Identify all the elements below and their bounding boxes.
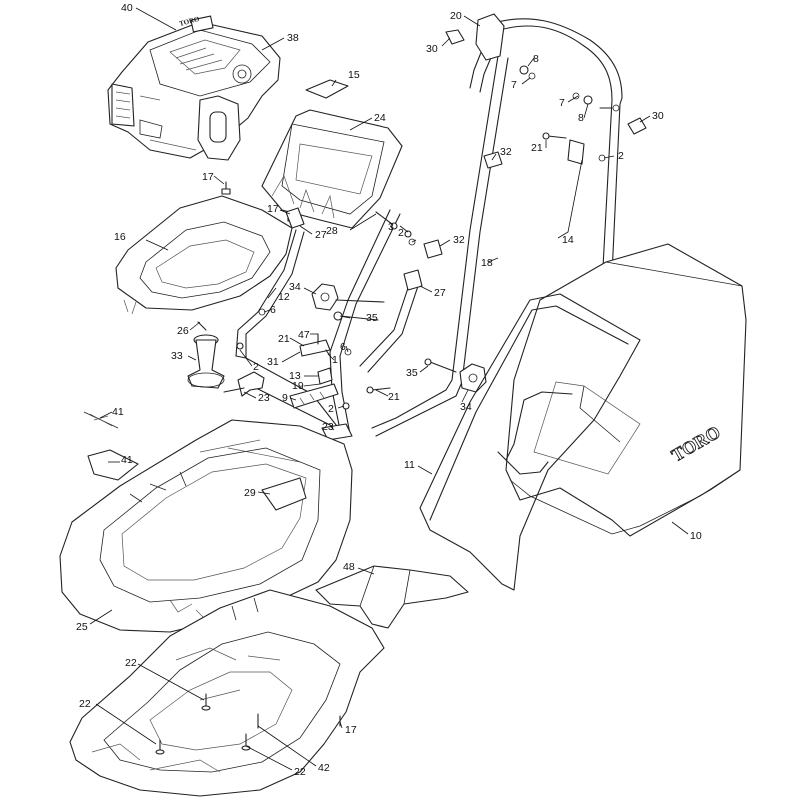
part-11-bag-frame	[419, 293, 641, 591]
callout-32b: 32	[453, 234, 465, 246]
callout-22b: 22	[79, 698, 91, 710]
engine-assembly: TORO	[107, 15, 281, 161]
callout-10: 10	[690, 530, 702, 542]
callout-labels: 40 38 20 30 8 7 15 24 7 8 30 21 32 2 17 …	[76, 2, 702, 778]
callout-17: 17	[202, 171, 214, 183]
callout-17b: 17	[267, 203, 279, 215]
callout-40: 40	[121, 2, 133, 14]
decal-41	[83, 411, 139, 481]
part-15-plate	[305, 79, 349, 99]
callout-22: 22	[125, 657, 137, 669]
callout-18: 18	[481, 257, 493, 269]
part-10-grass-bag: TORO	[505, 243, 747, 537]
callout-21: 21	[531, 142, 543, 154]
callout-12: 12	[278, 291, 290, 303]
fasteners-mid	[285, 207, 443, 291]
callout-33: 33	[171, 350, 183, 362]
callout-9: 9	[282, 392, 288, 404]
callout-38: 38	[287, 32, 299, 44]
part-18-lower-handle	[371, 55, 509, 437]
callout-14: 14	[562, 234, 574, 246]
part-12-lower-handle	[235, 209, 419, 435]
callout-21c: 21	[388, 391, 400, 403]
callout-34: 34	[289, 281, 301, 293]
callout-7b: 7	[559, 97, 565, 109]
callout-16: 16	[114, 231, 126, 243]
callout-23b: 23	[322, 421, 334, 433]
callout-2c: 2	[253, 361, 259, 373]
callout-15: 15	[348, 69, 360, 81]
callout-30: 30	[426, 43, 438, 55]
knob-34-left	[258, 283, 385, 321]
callout-8b: 8	[578, 112, 584, 124]
callout-30b: 30	[652, 110, 664, 122]
part-16-shroud	[115, 195, 293, 315]
callout-13: 13	[289, 370, 301, 382]
callout-11: 11	[404, 459, 415, 471]
callout-2d: 2	[328, 403, 334, 415]
screw-17-top	[221, 181, 231, 195]
chassis-base	[69, 589, 385, 797]
callout-17c: 17	[345, 724, 357, 736]
callout-19: 19	[292, 380, 304, 392]
callout-7: 7	[511, 79, 517, 91]
callout-31: 31	[267, 356, 279, 368]
callout-leaders	[89, 7, 689, 771]
callout-6b: 6	[340, 341, 346, 353]
part-48-chute	[315, 565, 469, 629]
callout-21b: 21	[278, 333, 290, 345]
callout-34b: 34	[460, 401, 472, 413]
callout-23: 23	[258, 392, 270, 404]
knob-34-right	[424, 358, 487, 393]
callout-42: 42	[318, 762, 330, 774]
fasteners-upper-right	[445, 13, 647, 169]
height-lever-cluster	[223, 333, 391, 441]
callout-1: 1	[332, 354, 338, 366]
callout-47: 47	[298, 329, 310, 341]
part-33-height-adjuster	[187, 321, 225, 389]
callout-32: 32	[500, 146, 512, 158]
callout-28: 28	[326, 225, 338, 237]
callout-24: 24	[374, 112, 386, 124]
callout-6: 6	[270, 304, 276, 316]
callout-35: 35	[366, 312, 378, 324]
callout-26: 26	[177, 325, 189, 337]
callout-25: 25	[76, 621, 88, 633]
callout-8: 8	[533, 53, 539, 65]
callout-48: 48	[343, 561, 355, 573]
callout-2: 2	[618, 150, 624, 162]
callout-27b: 27	[434, 287, 446, 299]
callout-41b: 41	[121, 454, 133, 466]
callout-27: 27	[315, 229, 327, 241]
callout-35b: 35	[406, 367, 418, 379]
callout-2b: 2	[398, 227, 404, 239]
part-25-deck	[59, 419, 353, 633]
callout-41: 41	[112, 406, 124, 418]
callout-29: 29	[244, 487, 256, 499]
callout-20: 20	[450, 10, 462, 22]
part-24-engine-cover	[261, 109, 403, 229]
callout-3: 3	[388, 221, 394, 233]
callout-22c: 22	[294, 766, 306, 778]
